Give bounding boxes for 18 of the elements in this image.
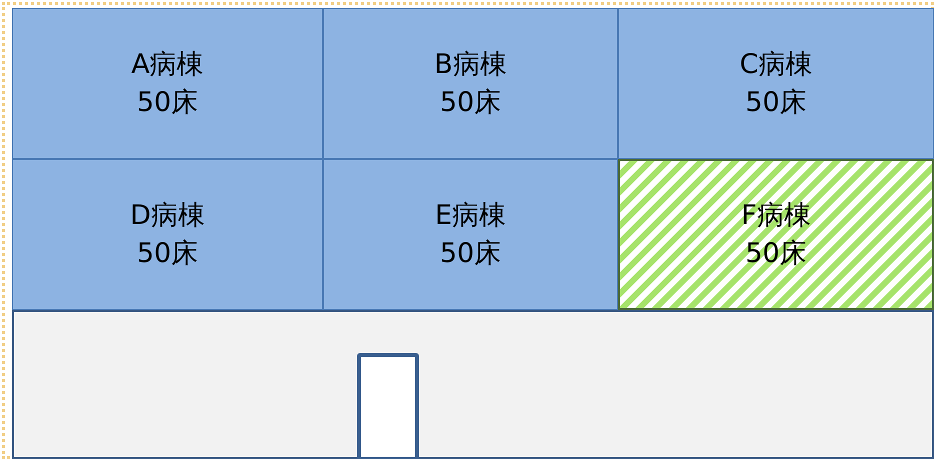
- ward-name: D病棟: [130, 198, 205, 232]
- ward-area: [323, 159, 618, 310]
- bed-count: 50床: [745, 86, 807, 120]
- ward-area: [323, 8, 618, 159]
- floor-area: [12, 310, 934, 459]
- ward-name: B病棟: [434, 48, 507, 82]
- bed-count: 50床: [440, 236, 502, 270]
- ward-name: E病棟: [434, 198, 506, 232]
- hatched-ward-area: [618, 159, 934, 310]
- bed-count: 50床: [440, 86, 502, 120]
- ward-area: [12, 159, 323, 310]
- bed-count: 50床: [136, 236, 198, 270]
- ward-area: [618, 8, 934, 159]
- bed-count: 50床: [136, 86, 198, 120]
- door: [357, 353, 419, 459]
- ward-name: C病棟: [740, 48, 812, 82]
- ward-name: A病棟: [131, 48, 204, 82]
- ward-area: [12, 8, 323, 159]
